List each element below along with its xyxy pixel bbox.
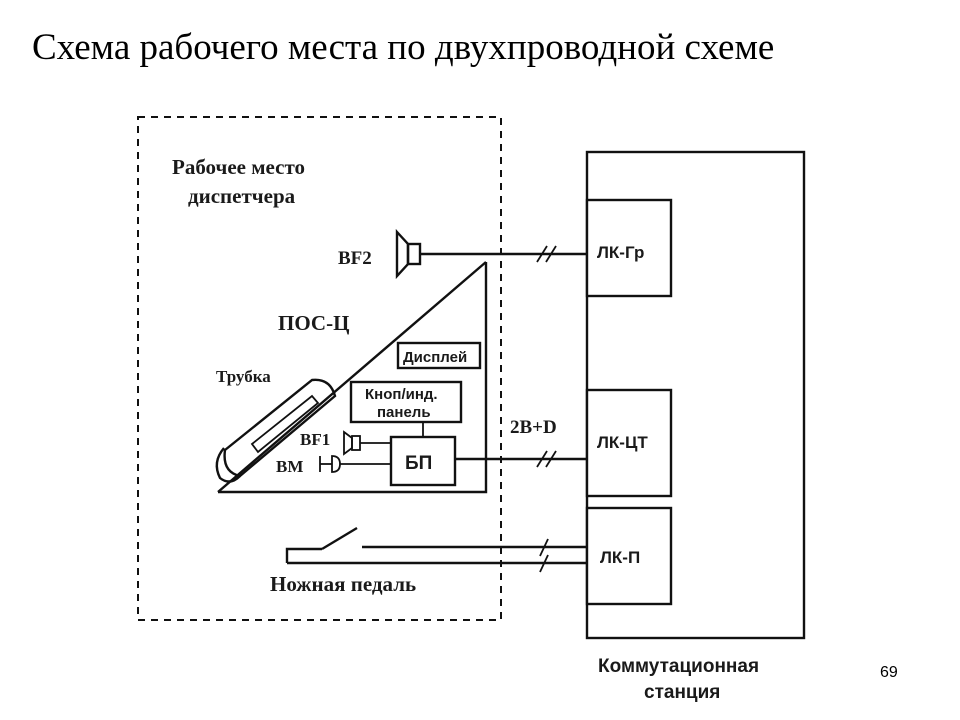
- microphone-icon: [319, 455, 391, 473]
- console-label: ПОС-Ц: [278, 311, 349, 335]
- speaker-icon: [395, 228, 422, 280]
- line-card-label: ЛК-ЦТ: [597, 433, 648, 452]
- station-label-line2: станция: [644, 682, 720, 703]
- line-card-lk-gr: [585, 198, 673, 298]
- display-box: [396, 341, 482, 370]
- workplace-label-line1: Рабочее место: [172, 155, 305, 179]
- line-card-group: ЛК-Гр ЛК-ЦТ ЛК-П: [585, 198, 673, 606]
- loudspeaker-icon: [343, 430, 391, 456]
- display-label: Дисплей: [403, 349, 467, 366]
- microphone-label: ВМ: [276, 457, 303, 476]
- foot-pedal-label: Ножная педаль: [270, 572, 416, 596]
- cable-marker: [536, 450, 557, 468]
- console-housing: [218, 262, 488, 494]
- loudspeaker-internal-label: BF1: [300, 430, 330, 449]
- handset: [215, 378, 337, 483]
- console-slope: [217, 261, 487, 493]
- line-card-lk-p: [585, 506, 673, 606]
- loudspeaker-external-label: BF2: [338, 248, 372, 269]
- handset-label: Трубка: [216, 367, 271, 386]
- keypad-label-line1: Кноп/инд.: [365, 386, 438, 403]
- workplace-boundary: [137, 116, 502, 621]
- line-card-lk-ct: [585, 388, 673, 498]
- keypad-label-line2: панель: [377, 404, 431, 421]
- keypad-panel-box: [349, 380, 463, 424]
- station-label-line1: Коммутационная: [598, 656, 759, 677]
- power-unit-box: [389, 435, 457, 487]
- slide-title: Схема рабочего места по двухпроводной сх…: [32, 27, 775, 68]
- cable-marker: [536, 245, 557, 263]
- channel-label: 2B+D: [510, 417, 557, 438]
- line-card-label: ЛК-Гр: [597, 243, 644, 262]
- power-unit-label: БП: [405, 453, 432, 474]
- foot-pedal-switch: [285, 526, 587, 565]
- cable-marker: [539, 538, 549, 573]
- line-card-label: ЛК-П: [600, 548, 640, 567]
- workplace-label-line2: диспетчера: [188, 184, 296, 208]
- page-number: 69: [880, 664, 898, 681]
